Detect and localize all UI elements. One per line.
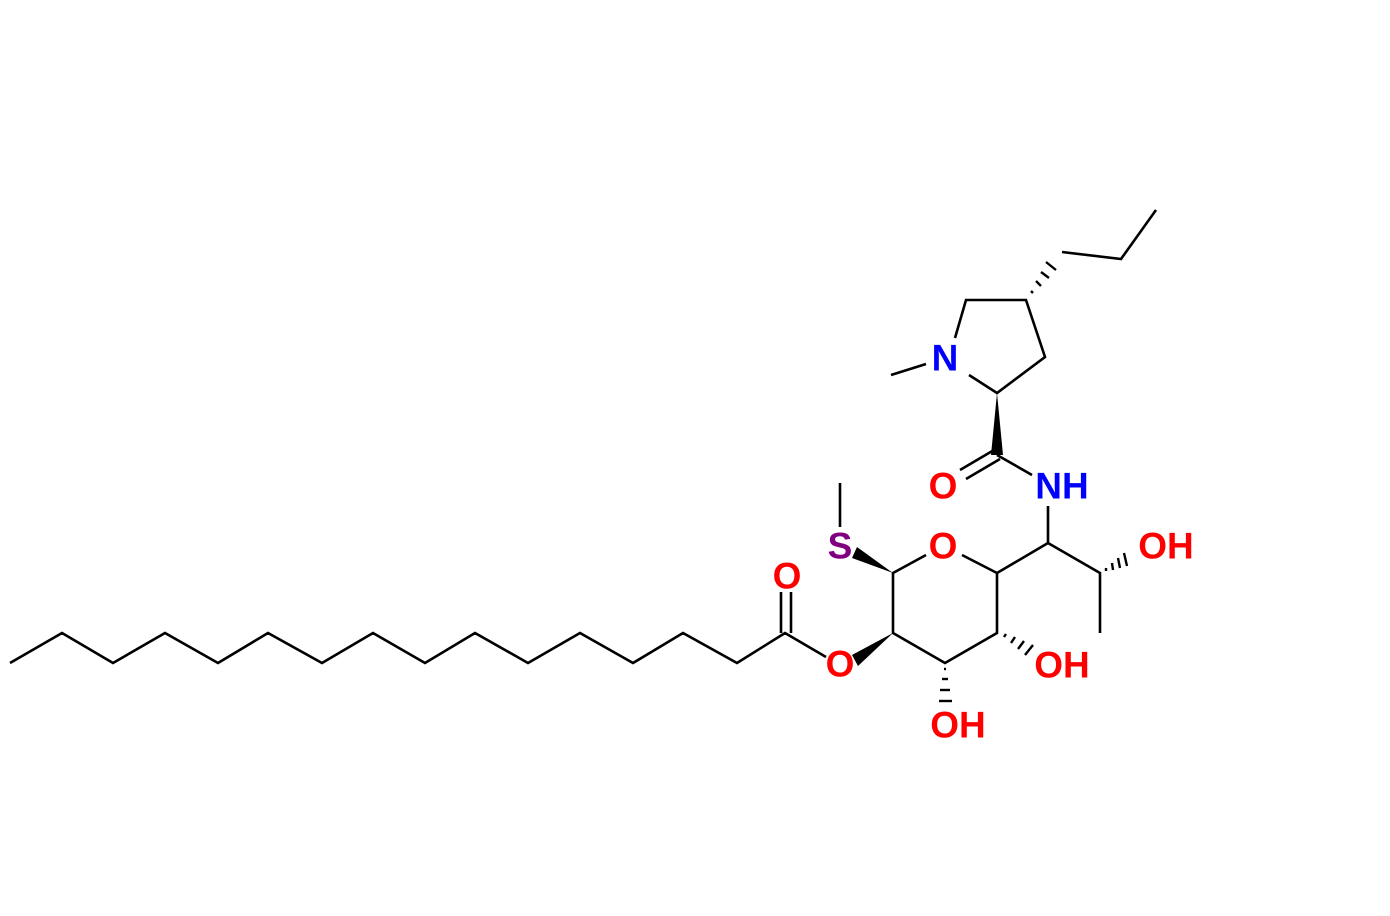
hash-bond (939, 667, 952, 703)
atom-o-ring: O (929, 526, 958, 567)
atom-nh: NH (1035, 466, 1088, 507)
atom-oh-c3: OH (930, 705, 986, 746)
atom-labels: N NH O O S O O OH OH OH (773, 338, 1194, 746)
alkyl-chain (9, 631, 827, 665)
hash-bond (1030, 261, 1057, 294)
atom-o-ester: O (826, 644, 855, 685)
wedge-bond (991, 393, 1003, 455)
atom-o-carbonyl: O (773, 556, 802, 597)
wedge-bond (852, 633, 893, 666)
wedge-bond (852, 547, 893, 573)
atom-n-ring: N (932, 338, 959, 379)
atom-oh-side: OH (1138, 526, 1194, 567)
atom-o-amide: O (929, 466, 958, 507)
bonds (9, 209, 1158, 703)
atom-oh-c4: OH (1034, 645, 1090, 686)
hash-bond (1104, 552, 1129, 571)
hash-bond (1003, 633, 1034, 656)
atom-s: S (828, 526, 853, 567)
